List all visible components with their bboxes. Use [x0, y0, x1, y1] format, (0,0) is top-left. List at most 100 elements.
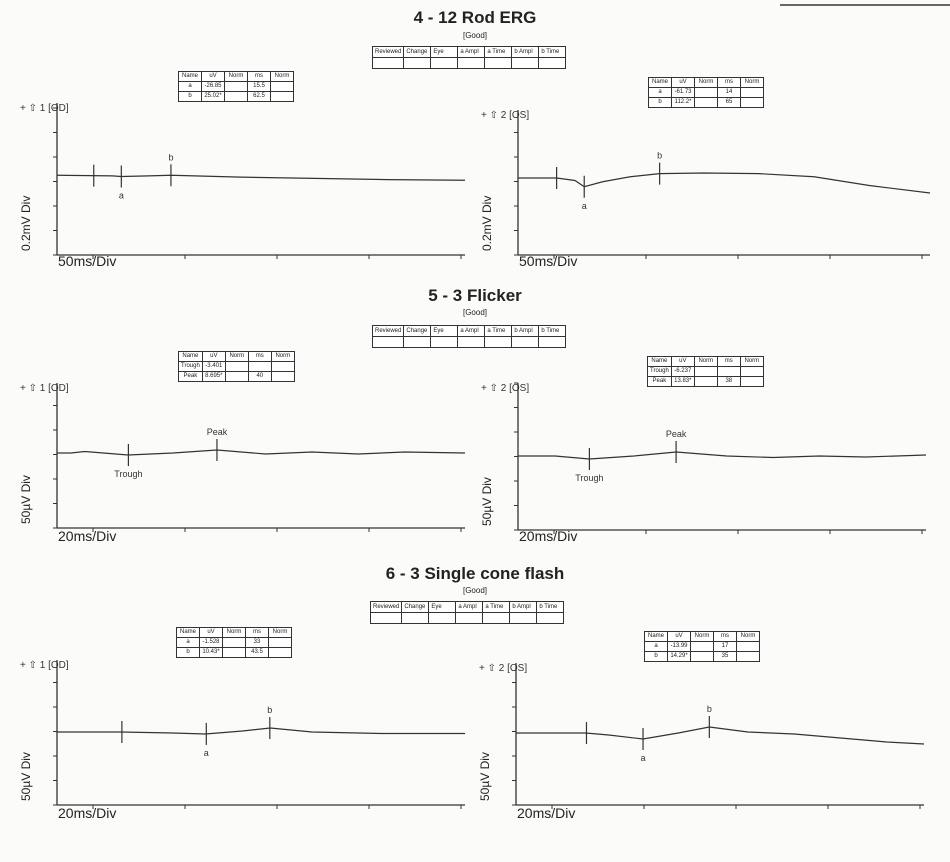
review-cell[interactable]	[403, 57, 432, 69]
review-header: b Time	[536, 601, 565, 613]
result-cell: b	[644, 651, 668, 662]
x-scale-label: 20ms/Div	[58, 528, 117, 544]
result-header: uV	[199, 627, 223, 638]
result-cell	[247, 361, 272, 372]
result-header: Norm	[222, 627, 246, 638]
result-cell	[222, 647, 246, 658]
result-header: Norm	[739, 356, 764, 367]
marker-label: b	[267, 705, 272, 715]
section-title: 6 - 3 Single cone flash	[385, 564, 565, 583]
result-cell	[693, 376, 718, 387]
review-cell[interactable]	[401, 612, 430, 624]
result-header: uV	[201, 71, 225, 82]
waveform-trace	[56, 174, 466, 181]
review-header: Reviewed	[369, 601, 403, 613]
review-cell[interactable]	[511, 57, 540, 69]
result-cell	[270, 81, 294, 92]
result-cell	[270, 371, 295, 382]
result-cell	[694, 97, 718, 108]
result-header: ms	[717, 77, 741, 88]
review-cell[interactable]	[538, 57, 567, 69]
review-cell[interactable]	[457, 57, 486, 69]
result-cell	[224, 361, 249, 372]
waveform-trace	[516, 726, 925, 745]
result-cell: 62.5	[247, 91, 271, 102]
review-header: a Ampl	[457, 325, 486, 337]
result-header: uV	[667, 631, 691, 642]
review-header: b Ampl	[511, 46, 540, 58]
result-cell	[270, 361, 295, 372]
marker-label: Trough	[575, 473, 603, 483]
review-cell[interactable]	[430, 336, 459, 348]
result-cell: a	[648, 87, 672, 98]
result-header: ms	[245, 627, 269, 638]
waveform-trace	[57, 727, 465, 735]
waveform-trace	[518, 451, 927, 460]
channel-label: + ⇧ 1 [OD]	[20, 383, 69, 394]
waveform-trace	[518, 172, 931, 194]
result-cell: a	[178, 81, 202, 92]
result-cell	[690, 651, 714, 662]
marker-label: b	[707, 704, 712, 714]
result-cell	[268, 637, 292, 648]
result-cell: 14.29*	[667, 651, 691, 662]
review-cell[interactable]	[430, 57, 459, 69]
marker-label: Peak	[666, 429, 687, 439]
review-header: Eye	[428, 601, 457, 613]
result-cell	[690, 641, 714, 652]
review-cell[interactable]	[484, 57, 513, 69]
result-header: Norm	[736, 631, 760, 642]
result-cell	[736, 651, 760, 662]
review-cell[interactable]	[538, 336, 567, 348]
review-cell[interactable]	[371, 57, 405, 69]
review-cell[interactable]	[484, 336, 513, 348]
result-cell: 43.5	[245, 647, 269, 658]
review-header: Eye	[430, 325, 459, 337]
review-cell[interactable]	[482, 612, 511, 624]
result-cell: -26.85	[201, 81, 225, 92]
review-cell[interactable]	[509, 612, 538, 624]
marker-label: a	[204, 748, 209, 758]
review-cell[interactable]	[371, 336, 405, 348]
result-cell: 25.02*	[201, 91, 225, 102]
review-cell[interactable]	[455, 612, 484, 624]
result-header: Norm	[740, 77, 764, 88]
section-status: [Good]	[462, 586, 487, 595]
review-cell[interactable]	[369, 612, 403, 624]
result-header: Norm	[268, 627, 292, 638]
marker-label: a	[119, 191, 124, 201]
marker-label: Trough	[114, 469, 142, 479]
result-cell: 38	[716, 376, 741, 387]
result-header: Name	[178, 71, 202, 82]
x-scale-label: 50ms/Div	[58, 253, 117, 269]
channel-label: + ⇧ 2 [OS]	[479, 663, 528, 674]
review-cell[interactable]	[403, 336, 432, 348]
result-header: Name	[644, 631, 668, 642]
y-scale-label: 50µV Div	[480, 477, 494, 526]
review-header: Change	[403, 46, 432, 58]
review-cell[interactable]	[511, 336, 540, 348]
review-cell[interactable]	[536, 612, 565, 624]
result-cell: -6.237	[670, 366, 695, 377]
result-header: Norm	[694, 77, 718, 88]
review-header: Change	[401, 601, 430, 613]
review-cell[interactable]	[428, 612, 457, 624]
review-header: b Ampl	[509, 601, 538, 613]
review-cell[interactable]	[457, 336, 486, 348]
result-cell	[716, 366, 741, 377]
result-header: Name	[176, 627, 200, 638]
result-cell	[740, 87, 764, 98]
result-cell: Trough	[647, 366, 672, 377]
result-header: ms	[716, 356, 741, 367]
section-title: 5 - 3 Flicker	[428, 286, 522, 305]
top-edge-rule	[780, 0, 950, 6]
result-cell	[694, 87, 718, 98]
result-cell: 10.43*	[199, 647, 223, 658]
